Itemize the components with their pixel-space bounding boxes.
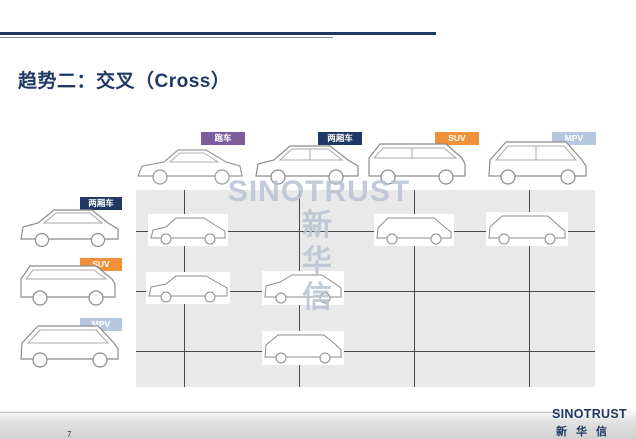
matrix-gridline bbox=[136, 231, 595, 232]
crossover-car-illustration bbox=[148, 214, 228, 246]
page-number: 7 bbox=[67, 430, 72, 439]
hatchback-illustration bbox=[252, 140, 362, 188]
column-tag-hatchback: 两厢车 bbox=[318, 132, 362, 145]
mpv-illustration bbox=[486, 138, 590, 188]
crossover-car-illustration bbox=[374, 214, 454, 246]
row-hatchback-illustration bbox=[18, 205, 122, 249]
row-tag-hatchback: 两厢车 bbox=[80, 197, 122, 210]
column-tag-sports-car: 跑车 bbox=[201, 132, 245, 145]
footer-line bbox=[0, 412, 560, 413]
matrix-gridline bbox=[529, 190, 530, 387]
row-mpv-illustration bbox=[18, 322, 122, 370]
header-rule bbox=[0, 32, 436, 35]
row-suv-illustration bbox=[18, 262, 118, 308]
footer-band bbox=[0, 408, 636, 439]
logo-text-en: SINOTRUST bbox=[552, 407, 627, 421]
crossover-car-illustration bbox=[146, 272, 230, 304]
sports-car-illustration bbox=[134, 142, 246, 188]
matrix-gridline bbox=[136, 351, 595, 352]
crossover-car-illustration bbox=[262, 271, 344, 305]
matrix-gridline bbox=[414, 190, 415, 387]
matrix-gridline bbox=[136, 291, 595, 292]
logo-text-cn: 新华信 bbox=[556, 426, 616, 438]
slide-title: 趋势二：交叉（Cross） bbox=[18, 71, 231, 92]
column-tag-suv: SUV bbox=[435, 132, 479, 145]
crossover-car-illustration bbox=[262, 331, 344, 365]
suv-illustration bbox=[366, 140, 468, 188]
crossover-car-illustration bbox=[486, 212, 568, 246]
header-rule-thin bbox=[0, 37, 333, 38]
